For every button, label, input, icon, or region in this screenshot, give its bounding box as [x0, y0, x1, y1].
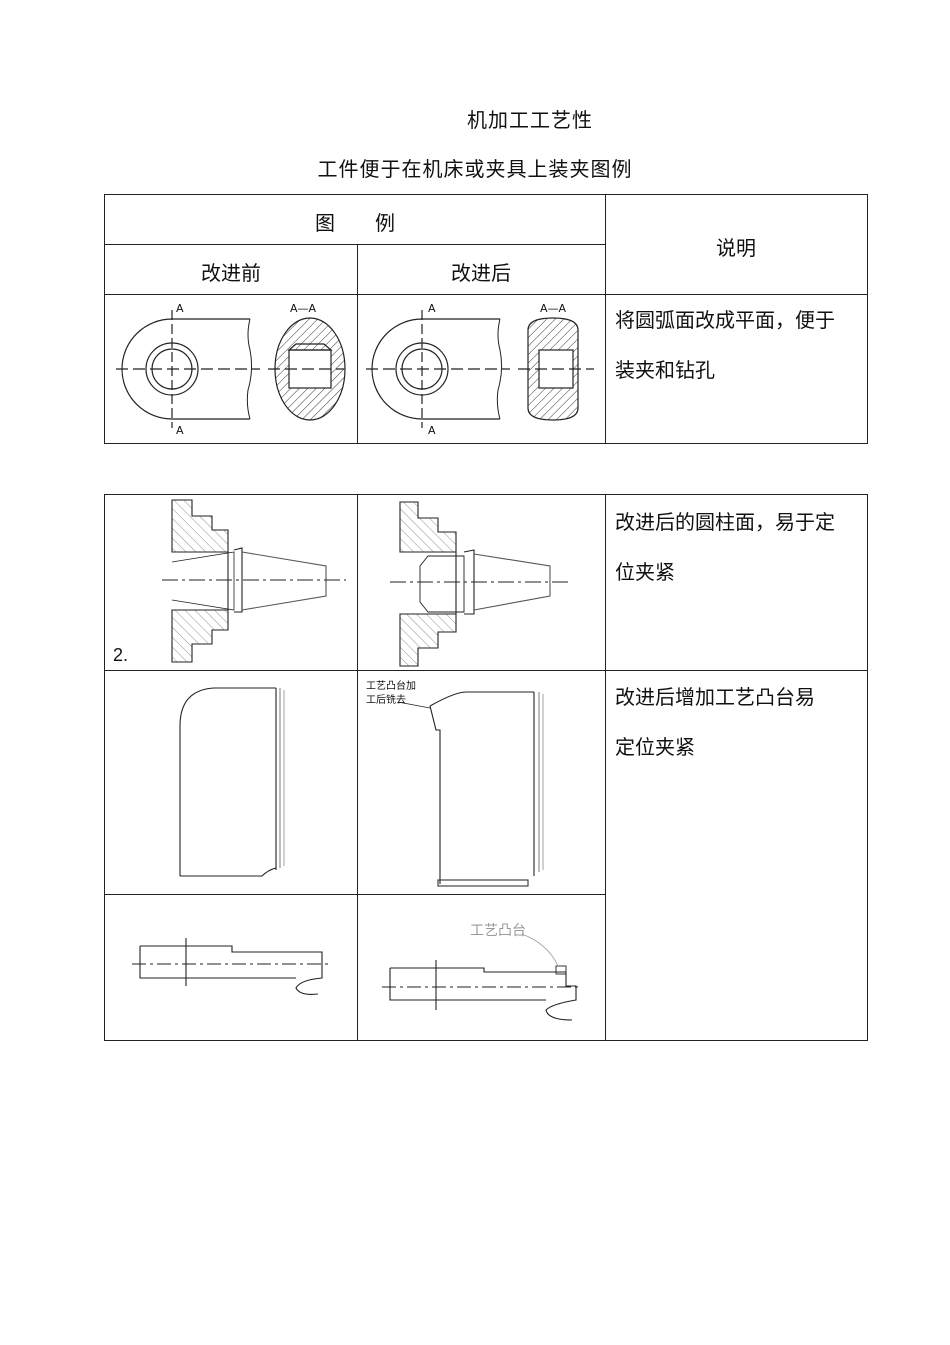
- t2-row1-note-line1: 改进后的圆柱面，易于定: [615, 510, 835, 534]
- drawing-after-part: [366, 310, 510, 428]
- row-number: 2.: [113, 645, 129, 665]
- table-2-rule: [105, 670, 867, 671]
- header-example: 图 例: [315, 211, 395, 235]
- t2-row1-note-line2: 位夹紧: [615, 560, 675, 584]
- document-title: 机加工工艺性: [467, 108, 593, 132]
- before-section-mark-bottom: A: [176, 424, 184, 437]
- drawing-shaft-before: [132, 938, 332, 995]
- table-2-rule: [357, 495, 358, 1040]
- table-1-rule: [357, 244, 358, 443]
- row1-note-line2: 装夹和钻孔: [615, 358, 715, 382]
- header-before: 改进前: [201, 261, 261, 285]
- drawing-bracket-before: [179, 687, 285, 877]
- t2-row2-note: 改进后增加工艺凸台易 定位夹紧: [615, 672, 865, 772]
- boss-annotation-line1: 工艺凸台加: [366, 681, 416, 692]
- boss-label: 工艺凸台: [470, 923, 526, 939]
- boss-annotation-line2: 工后铣去: [366, 695, 406, 706]
- after-section-mark-bottom: A: [428, 424, 436, 437]
- row1-note: 将圆弧面改成平面，便于 装夹和钻孔: [615, 295, 865, 395]
- before-section-title: A—A: [290, 302, 317, 315]
- boss-annotation: 工艺凸台加 工后铣去: [366, 680, 416, 708]
- t2-row2-note-line2: 定位夹紧: [615, 735, 695, 759]
- drawing-flange-before: [162, 499, 346, 663]
- header-note: 说明: [716, 236, 756, 260]
- t2-row2-note-line1: 改进后增加工艺凸台易: [615, 685, 815, 709]
- drawing-before-part: [116, 310, 260, 428]
- table-2-rule: [605, 495, 606, 1040]
- drawing-bracket-after: [397, 691, 544, 887]
- table-1: 图 例 改进前 改进后 说明 将圆弧面改成平面，便于 装夹和钻孔: [104, 194, 868, 444]
- drawing-after-section: [518, 317, 594, 421]
- table-2-rule: [105, 894, 605, 895]
- drawing-before-section: [268, 317, 346, 421]
- before-section-mark-top: A: [176, 302, 184, 315]
- t2-row1-note: 改进后的圆柱面，易于定 位夹紧: [615, 497, 865, 597]
- row1-note-line1: 将圆弧面改成平面，便于: [615, 308, 835, 332]
- header-after: 改进后: [451, 261, 511, 285]
- drawing-flange-after: [390, 501, 572, 667]
- after-section-title: A—A: [540, 302, 567, 315]
- after-section-mark-top: A: [428, 302, 436, 315]
- table-1-rule: [105, 244, 605, 245]
- table-1-rule: [105, 294, 867, 295]
- document-subtitle: 工件便于在机床或夹具上装夹图例: [317, 157, 633, 181]
- table-1-rule: [605, 195, 606, 443]
- drawing-shaft-after: [382, 933, 582, 1021]
- table-2: 2. 改进后的圆柱面，易于定 位夹紧 改进后增加工艺凸台易 定位夹紧: [104, 494, 868, 1041]
